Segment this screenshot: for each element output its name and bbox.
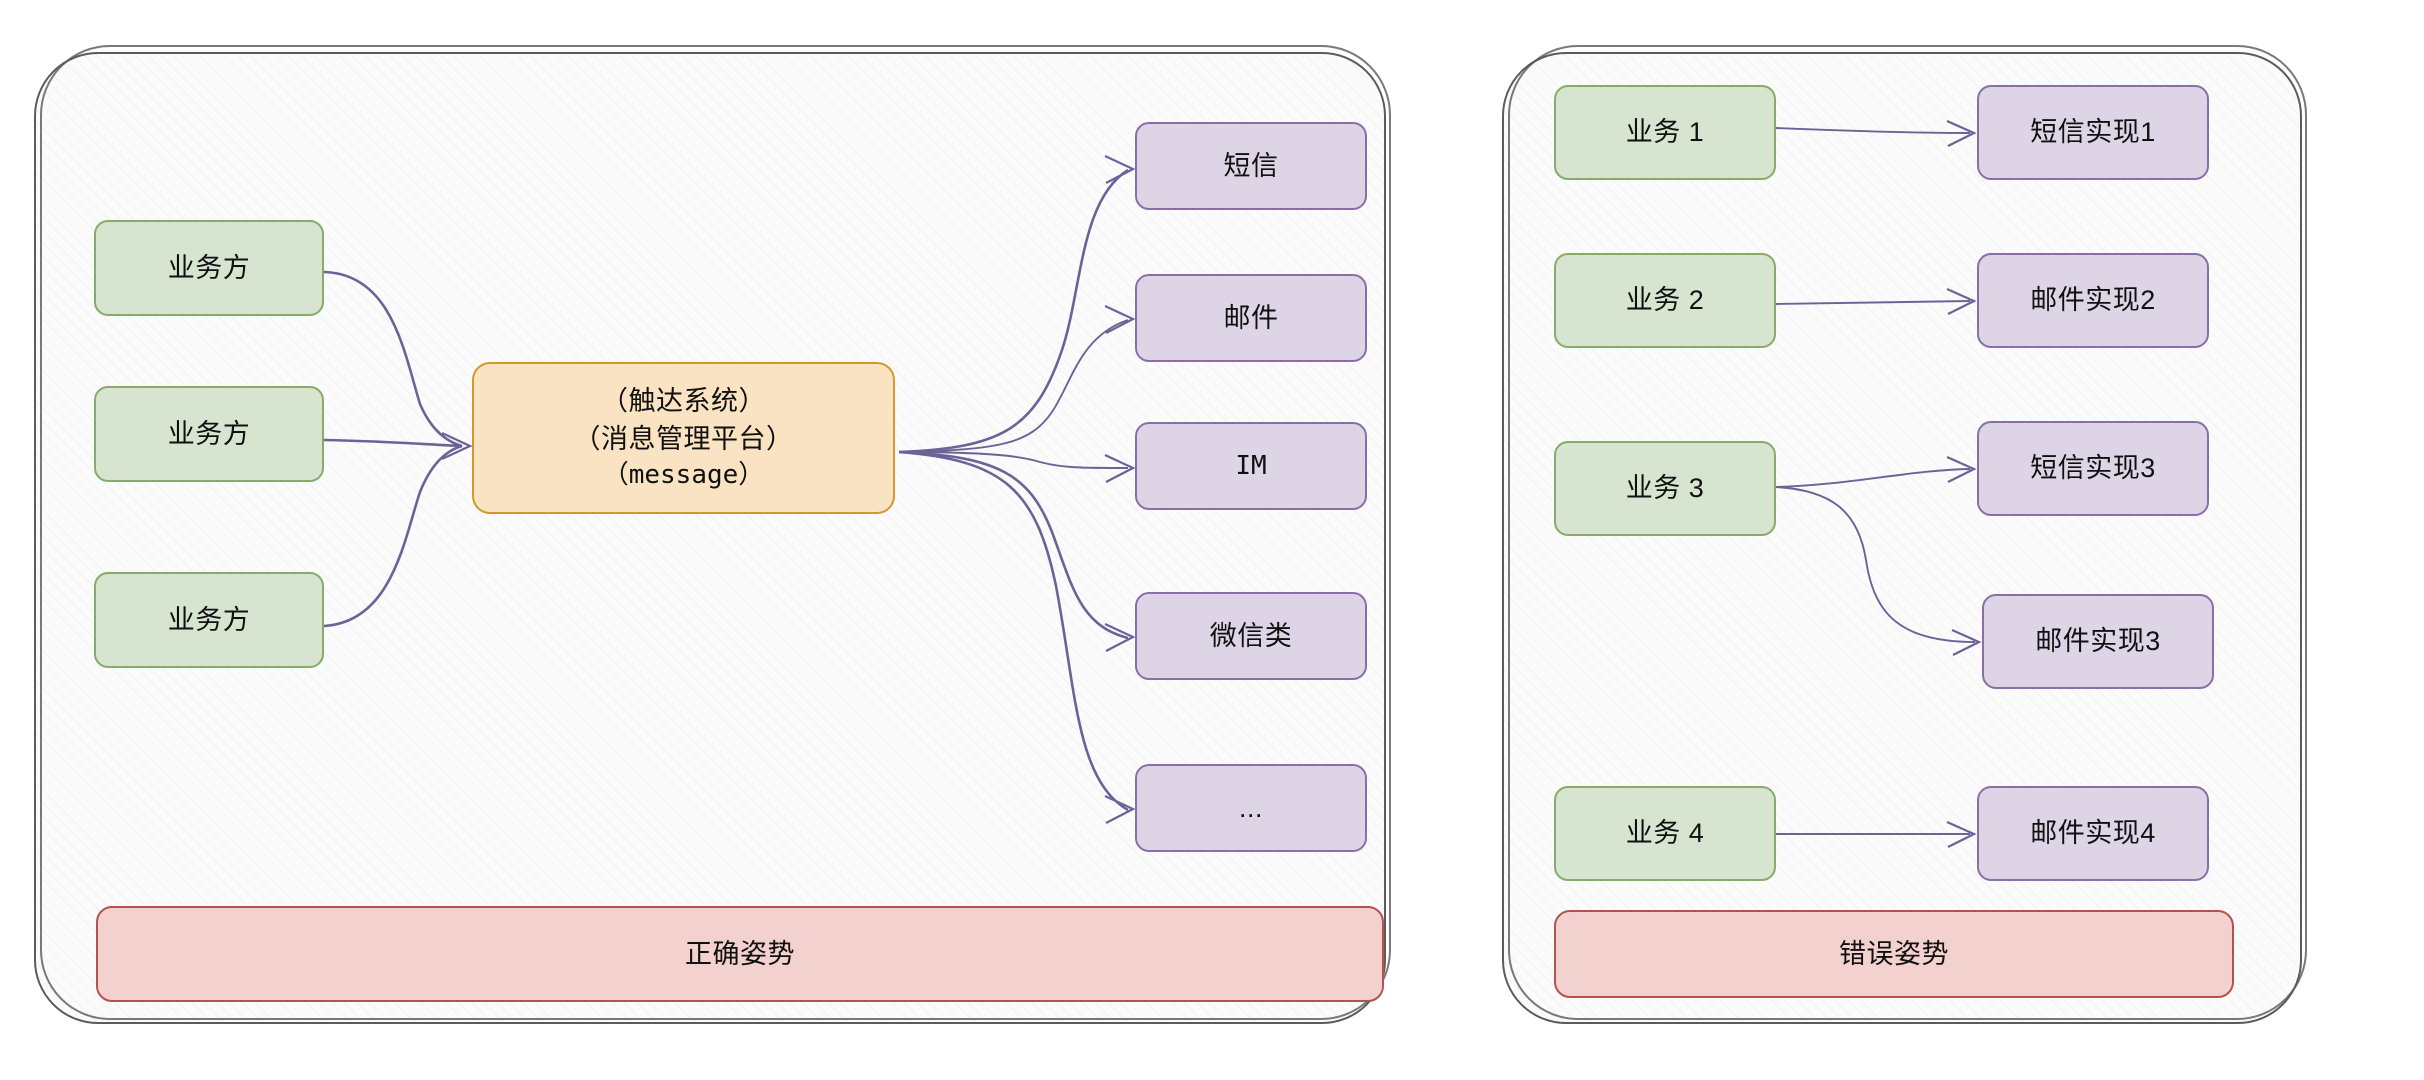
left-panel-correct: [34, 45, 1391, 1024]
left-banner-correct-posture: 正确姿势: [96, 906, 1384, 1002]
banner-label: 正确姿势: [685, 938, 795, 969]
hub-line-1: （触达系统）: [601, 386, 766, 417]
channel-node-more[interactable]: ...: [1135, 764, 1367, 852]
impl-node-sms-1[interactable]: 短信实现1: [1977, 85, 2209, 180]
channel-node-sms[interactable]: 短信: [1135, 122, 1367, 210]
impl-label: 邮件实现3: [2035, 626, 2161, 657]
impl-label: 邮件实现4: [2030, 818, 2156, 849]
business-label: 业务 1: [1625, 117, 1705, 148]
channel-label: 短信: [1223, 150, 1279, 181]
hub-line-3: （message）: [602, 459, 765, 490]
impl-label: 短信实现3: [2030, 453, 2156, 484]
business-node-4[interactable]: 业务 4: [1554, 786, 1776, 881]
producer-node-1[interactable]: 业务方: [94, 220, 324, 316]
impl-node-email-2[interactable]: 邮件实现2: [1977, 253, 2209, 348]
impl-node-email-4[interactable]: 邮件实现4: [1977, 786, 2209, 881]
channel-label: IM: [1235, 450, 1267, 481]
producer-node-3[interactable]: 业务方: [94, 572, 324, 668]
channel-label: 微信类: [1209, 620, 1293, 651]
business-label: 业务 4: [1625, 818, 1705, 849]
business-node-1[interactable]: 业务 1: [1554, 85, 1776, 180]
channel-node-im[interactable]: IM: [1135, 422, 1367, 510]
impl-node-email-3[interactable]: 邮件实现3: [1982, 594, 2214, 689]
producer-node-2[interactable]: 业务方: [94, 386, 324, 482]
channel-label: 邮件: [1223, 302, 1279, 333]
panel-hatch-background: [34, 52, 1386, 1024]
hub-lines: （触达系统） （消息管理平台） （message）: [574, 383, 794, 492]
impl-node-sms-3[interactable]: 短信实现3: [1977, 421, 2209, 516]
producer-label: 业务方: [167, 604, 251, 635]
business-label: 业务 2: [1625, 285, 1705, 316]
impl-label: 邮件实现2: [2030, 285, 2156, 316]
producer-label: 业务方: [167, 418, 251, 449]
banner-label: 错误姿势: [1839, 938, 1949, 969]
business-node-3[interactable]: 业务 3: [1554, 441, 1776, 536]
channel-label: ...: [1238, 792, 1263, 823]
channel-node-wechat[interactable]: 微信类: [1135, 592, 1367, 680]
right-banner-wrong-posture: 错误姿势: [1554, 910, 2234, 998]
business-label: 业务 3: [1625, 473, 1705, 504]
producer-label: 业务方: [167, 252, 251, 283]
hub-node-message-platform[interactable]: （触达系统） （消息管理平台） （message）: [472, 362, 895, 514]
channel-node-email[interactable]: 邮件: [1135, 274, 1367, 362]
business-node-2[interactable]: 业务 2: [1554, 253, 1776, 348]
hub-line-2: （消息管理平台）: [573, 423, 794, 454]
impl-label: 短信实现1: [2030, 117, 2156, 148]
